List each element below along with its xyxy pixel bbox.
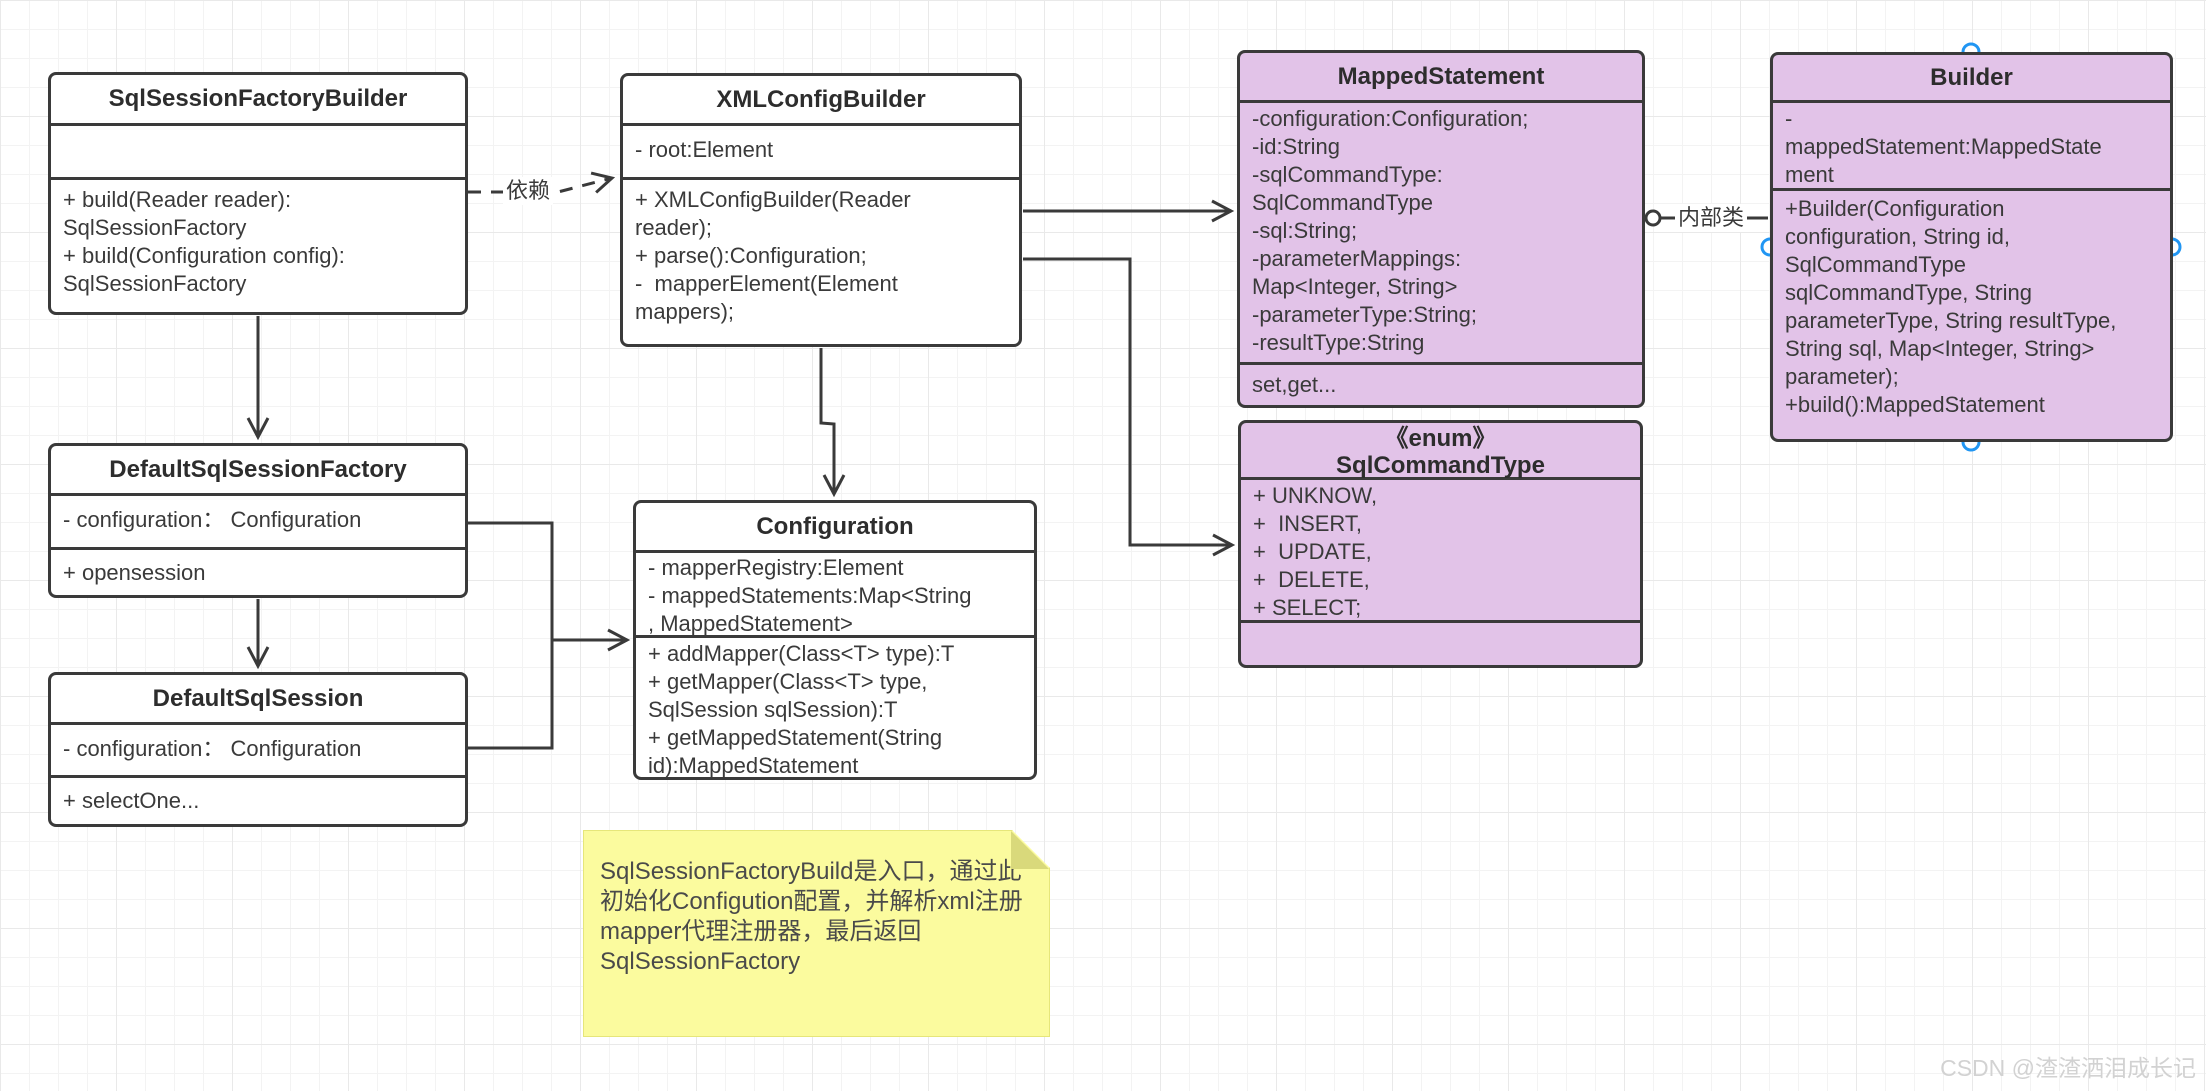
text-line: , MappedStatement> — [648, 611, 853, 636]
class-builder[interactable]: Builder - mappedStatement:MappedState ment… — [1770, 52, 2173, 442]
text-line: String sql, Map<Integer, String> — [1785, 336, 2095, 361]
text-line: SqlCommandType — [1252, 190, 1433, 215]
text-line: parameterType, String resultType, — [1785, 308, 2117, 333]
text-line: -configuration:Configuration; — [1252, 106, 1529, 131]
text-line: + SELECT; — [1253, 595, 1362, 620]
text-line: SqlSessionFactory — [63, 215, 247, 240]
class-title: SqlCommandType — [1336, 452, 1545, 479]
class-configuration[interactable]: Configuration - mapperRegistry:Element- … — [633, 500, 1037, 780]
text-line: + DELETE, — [1253, 567, 1370, 592]
enum-values-section: + UNKNOW, + INSERT, + UPDATE, + DELETE, + SE… — [1241, 480, 1640, 623]
class-title: Configuration — [636, 503, 1034, 553]
text-line: -parameterMappings: — [1252, 246, 1462, 271]
fields-section: - configuration： Configuration — [51, 496, 465, 550]
methods-section: +Builder(Configuration configuration, Str… — [1773, 191, 2170, 419]
text-line: mappers); — [635, 299, 735, 324]
fields-section: - mappedStatement:MappedState ment — [1773, 103, 2170, 191]
text-line: - configuration： Configuration — [63, 736, 362, 761]
text-line: - configuration： Configuration — [63, 507, 362, 532]
fields-section: - configuration： Configuration — [51, 725, 465, 778]
fields-section: - root:Element — [623, 126, 1019, 180]
class-header: 《enum》 SqlCommandType — [1241, 423, 1640, 480]
fields-section: -configuration:Configuration; -id:String -… — [1240, 103, 1642, 365]
text-line: parameter); — [1785, 364, 1899, 389]
methods-section: + build(Reader reader): SqlSessionFactory… — [51, 180, 465, 298]
text-line: + UPDATE, — [1253, 539, 1372, 564]
edge-label-inner-class[interactable]: 内部类 — [1675, 204, 1748, 232]
text-line: -sqlCommandType: — [1252, 162, 1443, 187]
text-line: + parse():Configuration; — [635, 243, 867, 268]
edge-label-dependency[interactable]: 依赖 — [503, 177, 554, 205]
text-line: SqlSessionFactory — [63, 271, 247, 296]
inner-class-endpoint-circle — [1644, 209, 1662, 227]
text-line: mappedStatement:MappedState — [1785, 134, 2102, 159]
text-line: + getMappedStatement(String — [648, 725, 943, 750]
methods-section: set,get... — [1240, 365, 1642, 399]
edge-sessions-join[interactable] — [468, 521, 554, 750]
text-line: -id:String — [1252, 134, 1341, 159]
fields-section: - mapperRegistry:Element - mappedStatemen… — [636, 553, 1034, 638]
text-line: +build():MappedStatement — [1785, 392, 2045, 417]
text-line: sqlCommandType, String — [1785, 280, 2032, 305]
methods-section: + selectOne... — [51, 778, 465, 815]
stereotype: 《enum》 — [1384, 425, 1497, 452]
text-line: +Builder(Configuration — [1785, 196, 2005, 221]
text-line: + INSERT, — [1253, 511, 1363, 536]
text-line: - — [1785, 106, 1793, 131]
class-defaultsqlsessionfactory[interactable]: DefaultSqlSessionFactory - configuration… — [48, 443, 468, 598]
text-line: ment — [1785, 162, 1834, 187]
text-line: + addMapper(Class<T> type):T — [648, 641, 955, 666]
text-line: SqlCommandType — [1785, 252, 1966, 277]
sticky-note[interactable]: SqlSessionFactoryBuild是入口，通过此初始化Configut… — [583, 830, 1050, 1037]
note-text: SqlSessionFactoryBuild是入口，通过此初始化Configut… — [600, 858, 1023, 975]
edge-xmlconfigbuilder-to-configuration[interactable] — [819, 348, 846, 498]
text-line: + XMLConfigBuilder(Reader — [635, 187, 911, 212]
text-line: - mappedStatements:Map<String — [648, 583, 972, 608]
text-line: -resultType:String — [1252, 330, 1425, 355]
text-line: SqlSession sqlSession):T — [648, 697, 898, 722]
text-line: + selectOne... — [63, 788, 200, 813]
text-line: - root:Element — [635, 137, 774, 162]
class-title: MappedStatement — [1240, 53, 1642, 103]
csdn-watermark: CSDN @渣渣洒泪成长记 — [1940, 1055, 2196, 1081]
text-line: Map<Integer, String> — [1252, 274, 1458, 299]
text-line: - mapperRegistry:Element — [648, 555, 904, 580]
methods-section: + addMapper(Class<T> type):T + getMapper(… — [636, 638, 1034, 780]
text-line: set,get... — [1252, 372, 1337, 397]
edge-dependency[interactable] — [468, 171, 616, 194]
class-sqlsessionfactorybuilder[interactable]: SqlSessionFactoryBuilder + build(Reader … — [48, 72, 468, 315]
class-title: DefaultSqlSession — [51, 675, 465, 725]
methods-section — [1241, 623, 1640, 627]
methods-section: + XMLConfigBuilder(Reader reader); + parse… — [623, 180, 1019, 326]
class-title: DefaultSqlSessionFactory — [51, 446, 465, 496]
text-line: + opensession — [63, 560, 206, 585]
text-line: - mapperElement(Element — [635, 271, 898, 296]
text-line: id):MappedStatement — [648, 753, 859, 778]
text-line: + build(Reader reader): — [63, 187, 292, 212]
class-mappedstatement[interactable]: MappedStatement -configuration:Configura… — [1237, 50, 1645, 408]
fields-section — [51, 126, 465, 180]
text-line: + build(Configuration config): — [63, 243, 345, 268]
text-line: configuration, String id, — [1785, 224, 2011, 249]
edge-xmlconfigbuilder-to-sqlcommandtype[interactable] — [1023, 257, 1236, 557]
class-defaultsqlsession[interactable]: DefaultSqlSession - configuration： Confi… — [48, 672, 468, 827]
text-line: + UNKNOW, — [1253, 483, 1378, 508]
text-line: + getMapper(Class<T> type, — [648, 669, 928, 694]
class-xmlconfigbuilder[interactable]: XMLConfigBuilder - root:Element + XMLCon… — [620, 73, 1022, 347]
class-title: Builder — [1773, 55, 2170, 103]
text-line: -parameterType:String; — [1252, 302, 1477, 327]
text-line: -sql:String; — [1252, 218, 1358, 243]
methods-section: + opensession — [51, 550, 465, 587]
class-title: SqlSessionFactoryBuilder — [51, 75, 465, 126]
enum-sqlcommandtype[interactable]: 《enum》 SqlCommandType + UNKNOW, + INSERT,… — [1238, 420, 1643, 668]
class-title: XMLConfigBuilder — [623, 76, 1019, 126]
text-line: reader); — [635, 215, 713, 240]
